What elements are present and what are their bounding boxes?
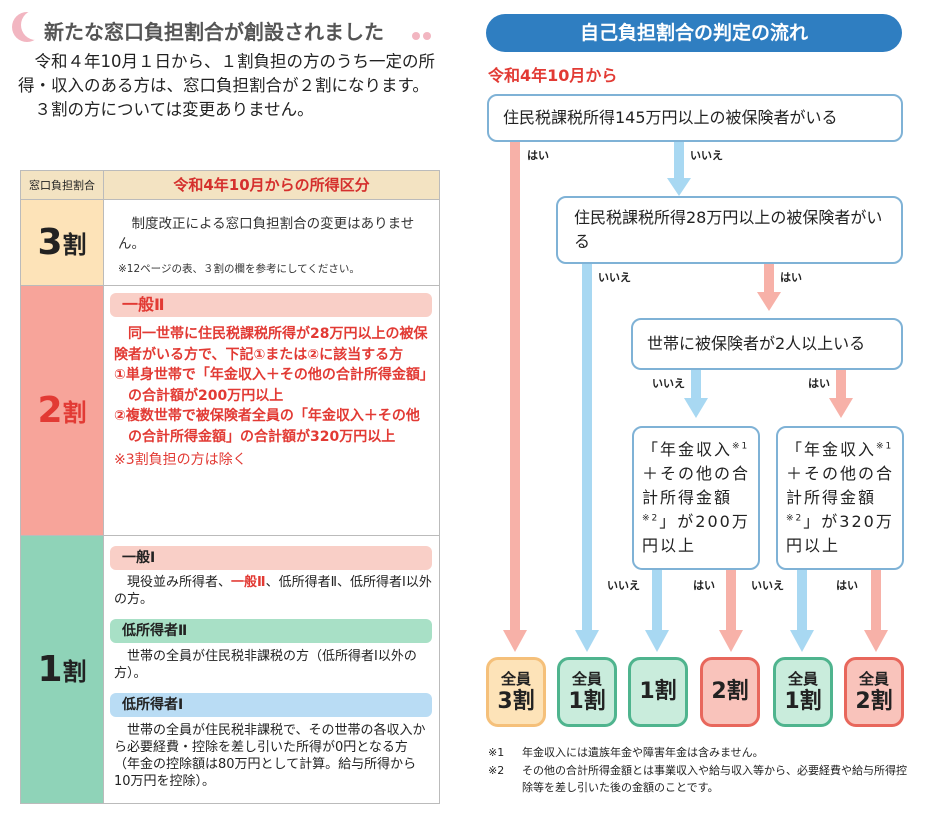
footnote-mark-2: ※2: [488, 764, 505, 777]
label-no-q1: いいえ: [690, 149, 723, 162]
table-header-category: 令和4年10月からの所得区分: [104, 171, 439, 200]
label-yes-q5: はい: [836, 579, 858, 592]
label-no-q3: いいえ: [652, 377, 685, 390]
row2-note: ※3割負担の方は除く: [114, 452, 247, 468]
row1-text-b: 世帯の全員が住民税非課税の方（低所得者Ⅰ以外の方）。: [114, 649, 417, 681]
row1-text-a: 現役並み所得者、一般Ⅱ、低所得者Ⅱ、低所得者Ⅰ以外の方。: [114, 575, 432, 607]
pill-low-income-2: 低所得者Ⅱ: [110, 619, 432, 643]
row2-line1: 同一世帯に住民税課税所得が28万円以上の被保険者がいる方で、下記①または②に該当…: [114, 326, 428, 363]
intro-text: 令和４年10月１日から、１割負担の方のうち一定の所得・収入のある方は、窓口負担割…: [18, 50, 440, 122]
pill-low-income-1: 低所得者Ⅰ: [110, 693, 432, 717]
row3-note: ※12ページの表、３割の欄を参考にしてください。: [118, 263, 360, 275]
row2-line3: ②複数世帯で被保険者全員の「年金収入＋その他の合計所得金額」の合計額が320万円…: [114, 408, 420, 445]
label-yes-q3: はい: [808, 377, 830, 390]
row3-text: 制度改正による窓口負担割合の変更はありません。: [118, 216, 415, 252]
row1-text-c: 世帯の全員が住民税非課税で、その世帯の各収入から必要経費・控除を差し引いた所得が…: [114, 723, 426, 789]
footnote-text-1: 年金収入には遺族年金や障害年金は含みません。: [522, 746, 764, 759]
moon-icon: [12, 10, 51, 42]
intro-paragraph-2: ３割の方については変更ありません。: [34, 100, 314, 119]
footnote-mark-1: ※1: [488, 746, 505, 759]
label-no-q4: いいえ: [607, 579, 640, 592]
pill-general-1: 一般Ⅰ: [110, 546, 432, 570]
label-yes-q4: はい: [693, 579, 715, 592]
intro-paragraph-1: 令和４年10月１日から、１割負担の方のうち一定の所得・収入のある方は、窓口負担割…: [18, 52, 435, 95]
row-body-3: 制度改正による窓口負担割合の変更はありません。 ※12ページの表、３割の欄を参考…: [104, 200, 439, 286]
label-yes-q2: はい: [780, 271, 802, 284]
flow-question-1: 住民税課税所得145万円以上の被保険者がいる: [487, 94, 903, 142]
section-title: 新たな窓口負担割合が創設されました: [44, 20, 384, 44]
result-all-1-a: 全員 1割: [557, 657, 617, 727]
flow-question-4: 「年金収入※1＋その他の合計所得金額※2」が200万円以上: [632, 426, 760, 570]
flow-question-3: 世帯に被保険者が2人以上いる: [631, 318, 903, 370]
label-no-q2: いいえ: [598, 271, 631, 284]
flow-question-2: 住民税課税所得28万円以上の被保険者がいる: [556, 196, 903, 264]
row-body-2: 一般Ⅱ 同一世帯に住民税課税所得が28万円以上の被保険者がいる方で、下記①または…: [104, 286, 439, 536]
label-yes-q1: はい: [527, 149, 549, 162]
table-header-ratio: 窓口負担割合: [21, 171, 104, 200]
label-no-q5: いいえ: [751, 579, 784, 592]
dots-decoration: [412, 25, 434, 44]
result-all-3: 全員 3割: [486, 657, 546, 727]
result-all-2: 全員 2割: [844, 657, 904, 727]
row2-line2: ①単身世帯で「年金収入＋その他の合計所得金額」の合計額が200万円以上: [114, 367, 427, 404]
row-body-1: 一般Ⅰ 現役並み所得者、一般Ⅱ、低所得者Ⅱ、低所得者Ⅰ以外の方。 低所得者Ⅱ 世…: [104, 536, 439, 803]
result-all-1-b: 全員 1割: [773, 657, 833, 727]
result-1: 1割: [628, 657, 688, 727]
pill-general-2: 一般Ⅱ: [110, 293, 432, 317]
result-2: 2割: [700, 657, 760, 727]
flow-question-5: 「年金収入※1＋その他の合計所得金額※2」が320万円以上: [776, 426, 904, 570]
flow-title: 自己負担割合の判定の流れ: [486, 14, 902, 52]
footnote-text-2: その他の合計所得金額とは事業収入や給与収入等から、必要経費や給与所得控除等を差し…: [522, 764, 907, 794]
flow-date: 令和4年10月から: [488, 66, 618, 85]
